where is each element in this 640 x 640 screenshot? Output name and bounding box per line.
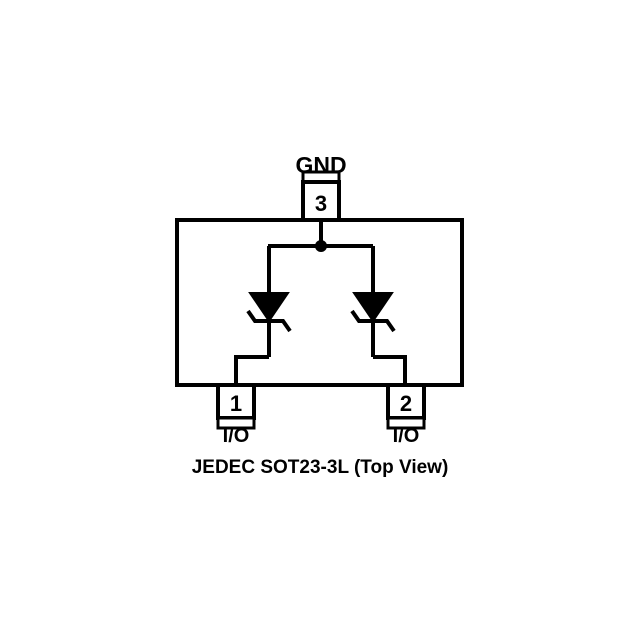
gnd-junction-dot xyxy=(315,240,327,252)
pin-2-name-label: I/O xyxy=(393,425,420,447)
pin-2-terminal xyxy=(386,383,426,430)
diode-left-symbol xyxy=(246,292,292,357)
pin-2-number-label: 2 xyxy=(400,391,412,416)
pin-1-name-label: I/O xyxy=(223,425,250,447)
pin-1-connection-wire xyxy=(234,355,269,385)
diode-right-triangle xyxy=(352,292,394,323)
pin-2-box xyxy=(386,383,426,420)
pin-2-tip xyxy=(386,416,426,430)
diode-left-triangle xyxy=(248,292,290,323)
pin-3-number-label: 3 xyxy=(315,191,327,216)
diagram-caption: JEDEC SOT23-3L (Top View) xyxy=(192,457,449,478)
pin-1-terminal xyxy=(216,383,256,430)
pin-2-connection-wire xyxy=(373,355,407,385)
diode-right-symbol xyxy=(350,292,396,357)
pin-1-tip xyxy=(216,416,256,430)
pin-3-name-label: GND xyxy=(295,152,346,178)
pin-3-terminal xyxy=(301,170,341,223)
pin-1-number-label: 1 xyxy=(230,391,242,416)
pin-3-box xyxy=(301,180,341,223)
